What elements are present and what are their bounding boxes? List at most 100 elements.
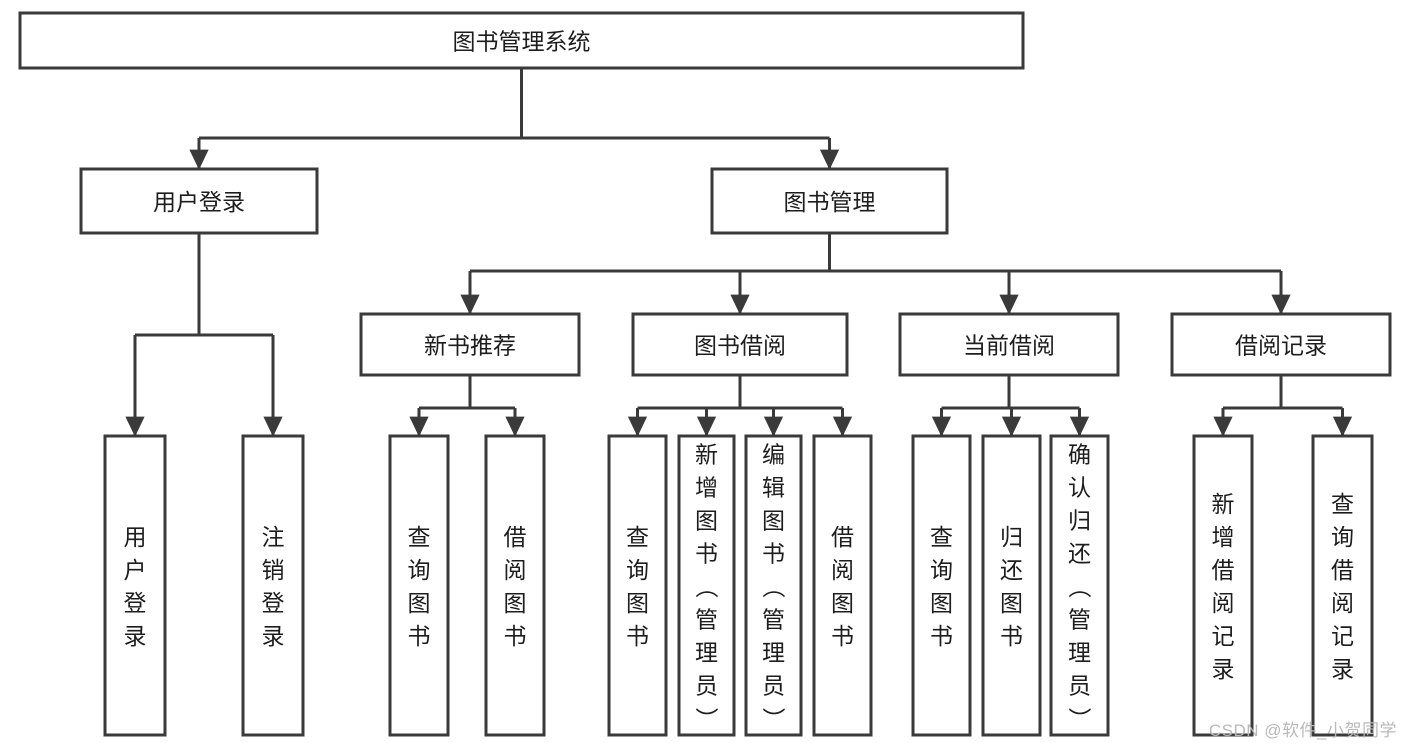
node-label-char: 理 <box>695 640 718 666</box>
node-label-char: 管 <box>762 607 785 633</box>
node-label-char: 增 <box>695 475 718 501</box>
node-label: 用户登录 <box>153 189 245 215</box>
node-label-char: 增 <box>1212 524 1235 550</box>
node-label-char: 记 <box>1212 623 1235 649</box>
node-label-char: ） <box>1067 707 1093 730</box>
node-label-char: ） <box>694 707 720 730</box>
node-box[interactable] <box>981 434 1042 737</box>
node-label-char: 询 <box>626 557 649 583</box>
node-label: 当前借阅 <box>963 333 1055 359</box>
node-label-char: 图 <box>831 590 854 616</box>
node-label-char: 登 <box>262 590 285 616</box>
node-label-char: 员 <box>1068 673 1091 699</box>
node-label-char: 阅 <box>831 557 854 583</box>
node-box[interactable] <box>744 434 803 737</box>
node-box[interactable] <box>631 312 849 377</box>
node-label-char: 询 <box>408 557 431 583</box>
node-new-book-rec[interactable]: 新书推荐 <box>359 312 581 377</box>
node-label-char: 认 <box>1068 475 1091 501</box>
node-label-char: 录 <box>1212 656 1235 682</box>
node-layer: 图书管理系统用户登录图书管理新书推荐图书借阅当前借阅借阅记录用户登录注销登录查询… <box>18 11 1392 737</box>
node-box[interactable] <box>1049 434 1110 737</box>
node-box[interactable] <box>710 167 949 235</box>
node-box[interactable] <box>911 434 972 737</box>
node-box[interactable] <box>1170 312 1392 377</box>
node-label-char: 确 <box>1068 442 1091 468</box>
node-label-char: 登 <box>124 590 147 616</box>
node-label-char: 员 <box>762 673 785 699</box>
node-label-char: 记 <box>1331 623 1354 649</box>
node-label-char: 查 <box>626 524 649 550</box>
node-label-char: 编 <box>762 442 785 468</box>
node-label-char: 新 <box>1212 491 1235 517</box>
node-box[interactable] <box>18 11 1025 70</box>
node-label-char: 询 <box>930 557 953 583</box>
node-box[interactable] <box>79 167 319 235</box>
node-label-char: ） <box>761 707 787 730</box>
node-label-char: （ <box>694 575 720 598</box>
node-label-char: 查 <box>930 524 953 550</box>
node-label-char: 新 <box>695 442 718 468</box>
node-label-char: 图 <box>695 508 718 534</box>
node-label-char: 借 <box>504 524 527 550</box>
node-label-char: 录 <box>124 623 147 649</box>
node-label: 图书管理系统 <box>453 29 591 55</box>
node-label-char: 阅 <box>1331 590 1354 616</box>
watermark-csdn: CSDN @软件_小贺同学 <box>1208 721 1397 740</box>
node-label-char: 理 <box>1068 640 1091 666</box>
node-label-char: 图 <box>762 508 785 534</box>
node-book-borrow[interactable]: 图书借阅 <box>631 312 849 377</box>
node-box[interactable] <box>359 312 581 377</box>
node-label-char: 查 <box>1331 491 1354 517</box>
node-borrow-record[interactable]: 借阅记录 <box>1170 312 1392 377</box>
node-label-char: 书 <box>408 623 431 649</box>
node-label-char: 书 <box>930 623 953 649</box>
node-leaf-user-login[interactable]: 用户登录 <box>103 434 167 737</box>
node-label-char: 管 <box>1068 607 1091 633</box>
node-label-char: 归 <box>1068 508 1091 534</box>
node-box[interactable] <box>677 434 736 737</box>
node-user-login[interactable]: 用户登录 <box>79 167 319 235</box>
node-root[interactable]: 图书管理系统 <box>18 11 1025 70</box>
node-box[interactable] <box>1192 434 1254 737</box>
node-label-char: 图 <box>626 590 649 616</box>
node-box[interactable] <box>388 434 450 737</box>
node-box[interactable] <box>607 434 668 737</box>
node-label: 图书借阅 <box>694 333 786 359</box>
node-box[interactable] <box>812 434 873 737</box>
node-label-char: 图 <box>1000 590 1023 616</box>
node-box[interactable] <box>241 434 305 737</box>
node-label-char: 书 <box>695 541 718 567</box>
node-label-char: 还 <box>1068 541 1091 567</box>
node-label-char: 图 <box>408 590 431 616</box>
node-label-char: 询 <box>1331 524 1354 550</box>
node-label-char: 书 <box>831 623 854 649</box>
node-current-borrow[interactable]: 当前借阅 <box>898 312 1120 377</box>
node-label-char: 归 <box>1000 524 1023 550</box>
node-label-char: 辑 <box>762 475 785 501</box>
node-label-char: 阅 <box>504 557 527 583</box>
node-label-char: 查 <box>408 524 431 550</box>
node-box[interactable] <box>103 434 167 737</box>
node-label-char: 借 <box>1331 557 1354 583</box>
node-label-char: （ <box>761 575 787 598</box>
connector-layer <box>125 68 1353 437</box>
node-box[interactable] <box>1311 434 1374 737</box>
node-book-manage[interactable]: 图书管理 <box>710 167 949 235</box>
node-label-char: （ <box>1067 575 1093 598</box>
node-box[interactable] <box>898 312 1120 377</box>
node-box[interactable] <box>484 434 546 737</box>
